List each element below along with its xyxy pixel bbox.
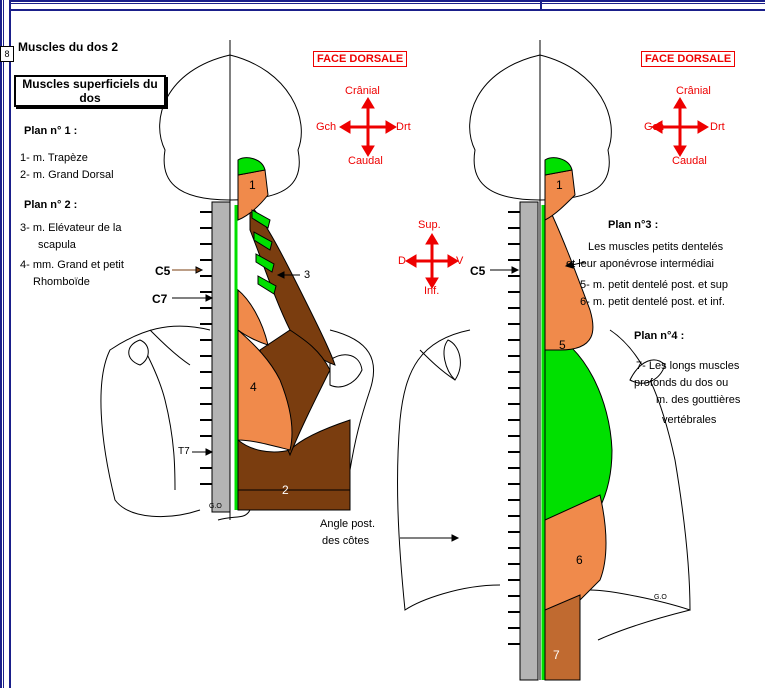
section-title-box: Muscles superficiels du dos: [14, 75, 166, 107]
left-t7-marker: T7: [178, 446, 190, 457]
plan2-title: Plan n° 2 :: [24, 199, 77, 211]
levator-label: 3: [304, 269, 310, 281]
plan4-line: 7- Les longs muscles: [636, 360, 739, 372]
sup-label: Sup.: [418, 219, 441, 231]
right-signature: G.O: [654, 594, 667, 601]
plan3-line: 5- m. petit dentelé post. et sup: [580, 279, 728, 291]
plan3-title: Plan n°3 :: [608, 219, 658, 231]
right-compass-bottom: Caudal: [672, 155, 707, 167]
left-muscle-1: 1: [249, 178, 256, 192]
plan1-title: Plan n° 1 :: [24, 125, 77, 137]
angle-label: Angle post.: [320, 518, 375, 530]
left-face-label: FACE DORSALE: [313, 51, 407, 67]
left-compass-bottom: Caudal: [348, 155, 383, 167]
plan1-item: 1- m. Trapèze: [20, 152, 88, 164]
left-c5-marker: C5: [155, 264, 170, 278]
left-compass-right: Drt: [396, 121, 411, 133]
plan4-line: profonds du dos ou: [634, 377, 728, 389]
section-title: Muscles superficiels du dos: [22, 77, 157, 105]
plan4-line: m. des gouttières: [656, 394, 740, 406]
left-compass-top: Crânial: [345, 85, 380, 97]
d-label: D: [398, 255, 406, 267]
right-compass-top: Crânial: [676, 85, 711, 97]
left-muscle-4: 4: [250, 380, 257, 394]
plan3-line: 6- m. petit dentelé post. et inf.: [580, 296, 725, 308]
plan2-item: 3- m. Elévateur de la: [20, 222, 122, 234]
right-spine-ticks: [508, 212, 520, 644]
page-title: Muscles du dos 2: [18, 40, 118, 54]
v-label: V: [456, 255, 463, 267]
left-figure: [101, 40, 374, 520]
plan2-item: Rhomboïde: [33, 276, 90, 288]
plan2-item: scapula: [38, 239, 76, 251]
right-muscle-6: 6: [576, 553, 583, 567]
angle-label: des côtes: [322, 535, 369, 547]
left-signature: G.O: [209, 503, 222, 510]
plan4-title: Plan n°4 :: [634, 330, 684, 342]
left-c7-marker: C7: [152, 292, 167, 306]
left-muscle-2: 2: [282, 483, 289, 497]
right-muscle-5: 5: [559, 338, 566, 352]
right-muscle-1: 1: [556, 178, 563, 192]
right-compass-left: Gch: [644, 121, 664, 133]
left-compass: [340, 98, 396, 156]
right-face-label: FACE DORSALE: [641, 51, 735, 67]
right-compass-right: Drt: [710, 121, 725, 133]
plan4-line: vertébrales: [662, 414, 716, 426]
plan2-item: 4- mm. Grand et petit: [20, 259, 124, 271]
sup-inf-compass: [406, 234, 458, 288]
plan3-line: Les muscles petits dentelés: [588, 241, 723, 253]
inf-label: Inf.: [424, 285, 439, 297]
right-muscle-7: 7: [553, 648, 560, 662]
right-c5-marker: C5: [470, 264, 485, 278]
plan1-item: 2- m. Grand Dorsal: [20, 169, 114, 181]
plan3-line: et leur aponévrose intermédiai: [566, 258, 714, 270]
left-compass-left: Gch: [316, 121, 336, 133]
